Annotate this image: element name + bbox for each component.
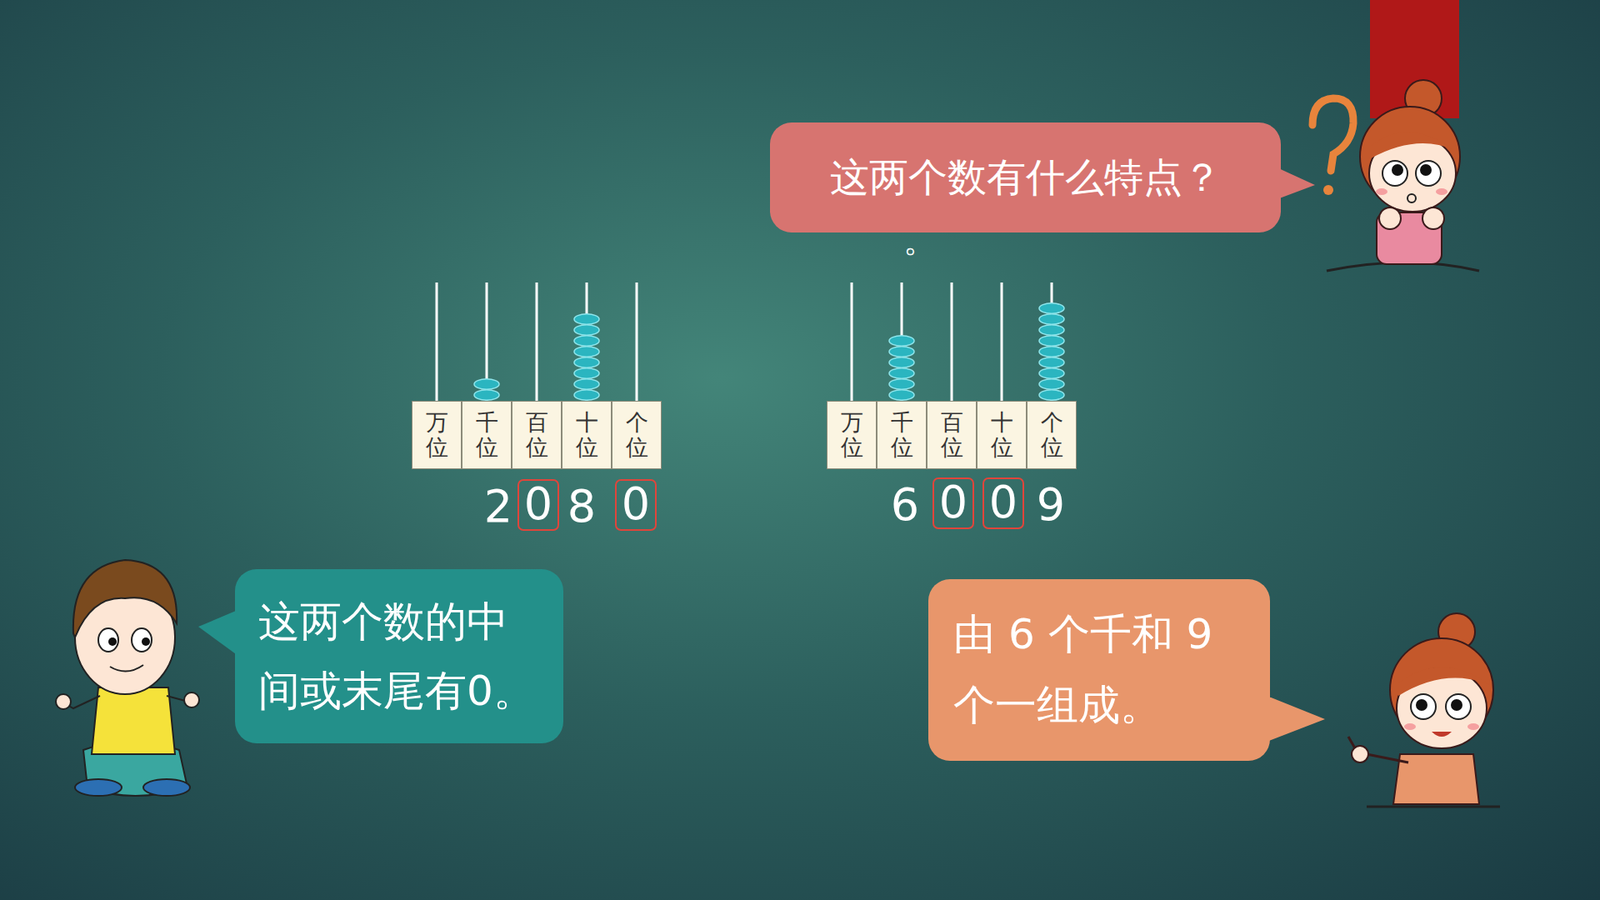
bead: [1039, 390, 1065, 400]
speech-bubble: 这两个数有什么特点？: [770, 122, 1281, 233]
bead: [574, 346, 600, 357]
boy: [55, 560, 200, 796]
bead: [1039, 368, 1065, 379]
bead: [889, 346, 915, 357]
place-name: 个位: [625, 410, 649, 460]
place-cell: 千位: [876, 400, 927, 470]
number-digit: 6: [890, 482, 920, 528]
bead: [574, 325, 600, 335]
bead: [574, 335, 600, 346]
abacus-beads: [474, 303, 1065, 400]
place-name: 十位: [990, 410, 1014, 460]
bead: [574, 379, 600, 390]
node-text: 这两个数有什么特点？: [830, 151, 1222, 205]
stray-mark: 。: [903, 223, 937, 257]
bead: [889, 390, 915, 400]
number-digit: 9: [1036, 482, 1065, 528]
node-text: 这两个数的中间或末尾有0。: [258, 587, 542, 725]
bead: [474, 390, 500, 400]
place-cell: 千位: [461, 400, 512, 470]
bead: [574, 357, 600, 368]
place-cell: 万位: [411, 400, 462, 470]
node-text: 0: [524, 481, 553, 527]
bubble-tail: [1266, 695, 1325, 742]
node-text: 0: [939, 480, 968, 525]
red-bar: [1370, 0, 1460, 119]
bead: [889, 357, 915, 368]
bead: [1039, 335, 1065, 346]
place-name: 百位: [940, 410, 964, 460]
highlighted-digit: 0: [615, 479, 657, 531]
place-name: 百位: [525, 410, 549, 460]
abacus-rods: [436, 282, 1052, 401]
bead: [889, 335, 915, 346]
bead: [574, 368, 600, 379]
bead: [1039, 379, 1065, 390]
place-name: 个位: [1040, 410, 1064, 460]
bead: [574, 390, 600, 400]
node-text: 由 6 个千和 9 个一组成。: [953, 599, 1249, 741]
place-name: 千位: [890, 410, 914, 460]
bead: [889, 379, 915, 390]
place-cell: 十位: [561, 400, 612, 470]
highlighted-digit: 0: [982, 477, 1025, 530]
node-text: 0: [621, 481, 650, 527]
bead: [474, 379, 500, 390]
bead: [1039, 357, 1065, 368]
bead: [574, 314, 600, 325]
place-name: 万位: [425, 410, 449, 460]
place-cell: 万位: [826, 400, 877, 470]
place-cell: 百位: [511, 400, 562, 470]
bead: [1039, 314, 1065, 325]
girl-pointing: [1348, 613, 1500, 807]
place-cell: 个位: [611, 400, 662, 470]
highlighted-digit: 0: [517, 479, 560, 531]
bead: [1039, 346, 1065, 357]
number-digit: 2: [484, 484, 513, 530]
number-digit: 8: [567, 484, 596, 530]
highlighted-digit: 0: [932, 477, 975, 530]
girl-thinking: [1312, 80, 1480, 271]
bubble-tail: [1275, 166, 1315, 200]
speech-bubble: 这两个数的中间或末尾有0。: [235, 569, 564, 744]
bead: [1039, 303, 1065, 314]
place-name: 千位: [475, 410, 499, 460]
place-cell: 个位: [1026, 400, 1077, 470]
node-text: 0: [989, 480, 1018, 525]
place-cell: 十位: [976, 400, 1027, 470]
place-name: 万位: [840, 410, 864, 460]
bead: [889, 368, 915, 379]
place-cell: 百位: [926, 400, 977, 470]
place-name: 十位: [575, 410, 599, 460]
speech-bubble: 由 6 个千和 9 个一组成。: [928, 579, 1270, 761]
bead: [1039, 325, 1065, 335]
